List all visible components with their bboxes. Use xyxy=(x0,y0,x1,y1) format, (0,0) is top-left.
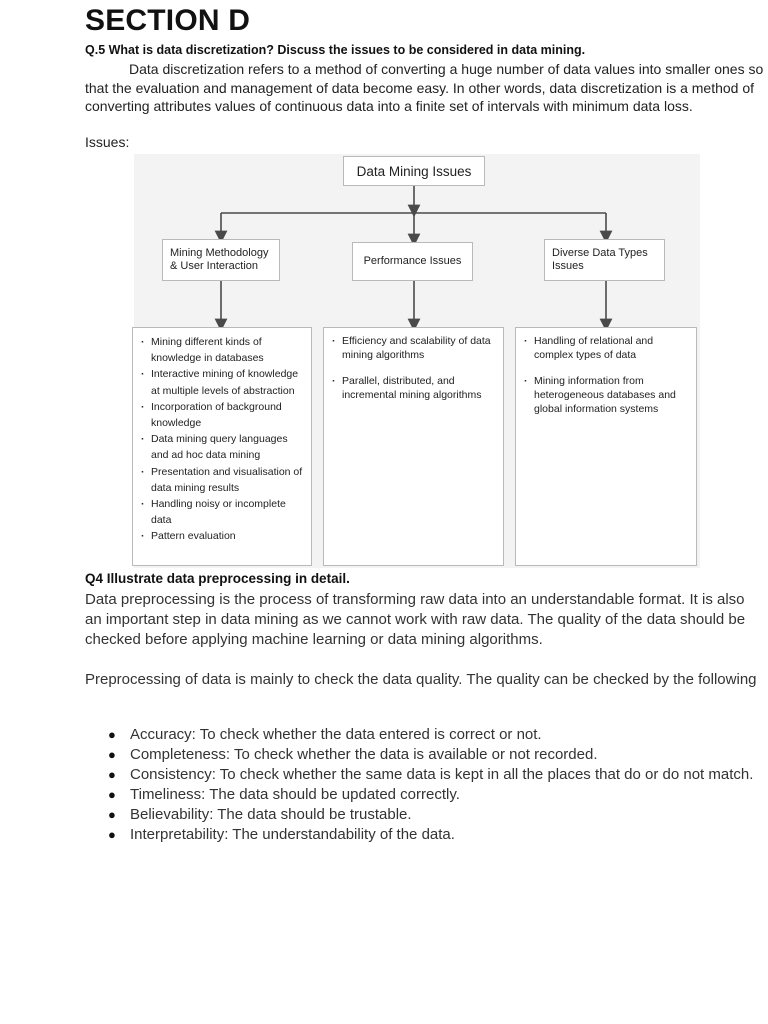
issues-label: Issues: xyxy=(85,134,130,150)
category-performance-issues: Performance Issues xyxy=(352,242,473,281)
list-item: ●Accuracy: To check whether the data ent… xyxy=(108,726,542,743)
bullet-icon: ● xyxy=(108,807,116,822)
detail-item: Handling of relational and complex types… xyxy=(523,334,689,362)
details-diverse-data-types: Handling of relational and complex types… xyxy=(515,327,697,566)
bullet-icon: ● xyxy=(108,767,116,782)
bullet-icon: ● xyxy=(108,727,116,742)
detail-item: Mining different kinds of knowledge in d… xyxy=(140,334,304,366)
data-mining-issues-diagram: Data Mining Issues Mining Methodology & … xyxy=(132,154,700,568)
list-item: ●Timeliness: The data should be updated … xyxy=(108,786,460,803)
q5-heading: Q.5 What is data discretization? Discuss… xyxy=(85,43,586,57)
detail-item: Data mining query languages and ad hoc d… xyxy=(140,431,304,463)
detail-item: Parallel, distributed, and incremental m… xyxy=(331,374,496,402)
q4-paragraph-1: Data preprocessing is the process of tra… xyxy=(85,591,746,648)
data-quality-list: ●Accuracy: To check whether the data ent… xyxy=(108,725,763,845)
bullet-icon: ● xyxy=(108,787,116,802)
details-mining-methodology: Mining different kinds of knowledge in d… xyxy=(132,327,312,566)
detail-item: Handling noisy or incomplete data xyxy=(140,496,304,528)
list-item: ●Consistency: To check whether the same … xyxy=(108,766,754,783)
diagram-connectors xyxy=(214,186,613,332)
detail-item: Presentation and visualisation of data m… xyxy=(140,464,304,496)
detail-item: Efficiency and scalability of data minin… xyxy=(331,334,496,362)
q4-heading: Q4 Illustrate data preprocessing in deta… xyxy=(85,571,350,586)
list-item: ●Completeness: To check whether the data… xyxy=(108,746,598,763)
section-title: SECTION D xyxy=(85,4,251,37)
q4-paragraph-2: Preprocessing of data is mainly to check… xyxy=(85,671,757,688)
list-item: ●Interpretability: The understandability… xyxy=(108,826,455,843)
detail-item: Interactive mining of knowledge at multi… xyxy=(140,366,304,398)
category-mining-methodology: Mining Methodology & User Interaction xyxy=(162,239,280,281)
diagram-root-box: Data Mining Issues xyxy=(343,156,485,186)
list-item: ●Believability: The data should be trust… xyxy=(108,806,412,823)
detail-item: Mining information from heterogeneous da… xyxy=(523,374,689,416)
category-diverse-data-types: Diverse Data Types Issues xyxy=(544,239,665,281)
bullet-icon: ● xyxy=(108,827,116,842)
detail-item: Incorporation of background knowledge xyxy=(140,399,304,431)
q5-paragraph-text: Data discretization refers to a method o… xyxy=(85,61,764,114)
q5-paragraph: Data discretization refers to a method o… xyxy=(85,60,765,116)
details-performance-issues: Efficiency and scalability of data minin… xyxy=(323,327,504,566)
bullet-icon: ● xyxy=(108,747,116,762)
detail-item: Pattern evaluation xyxy=(140,528,304,544)
